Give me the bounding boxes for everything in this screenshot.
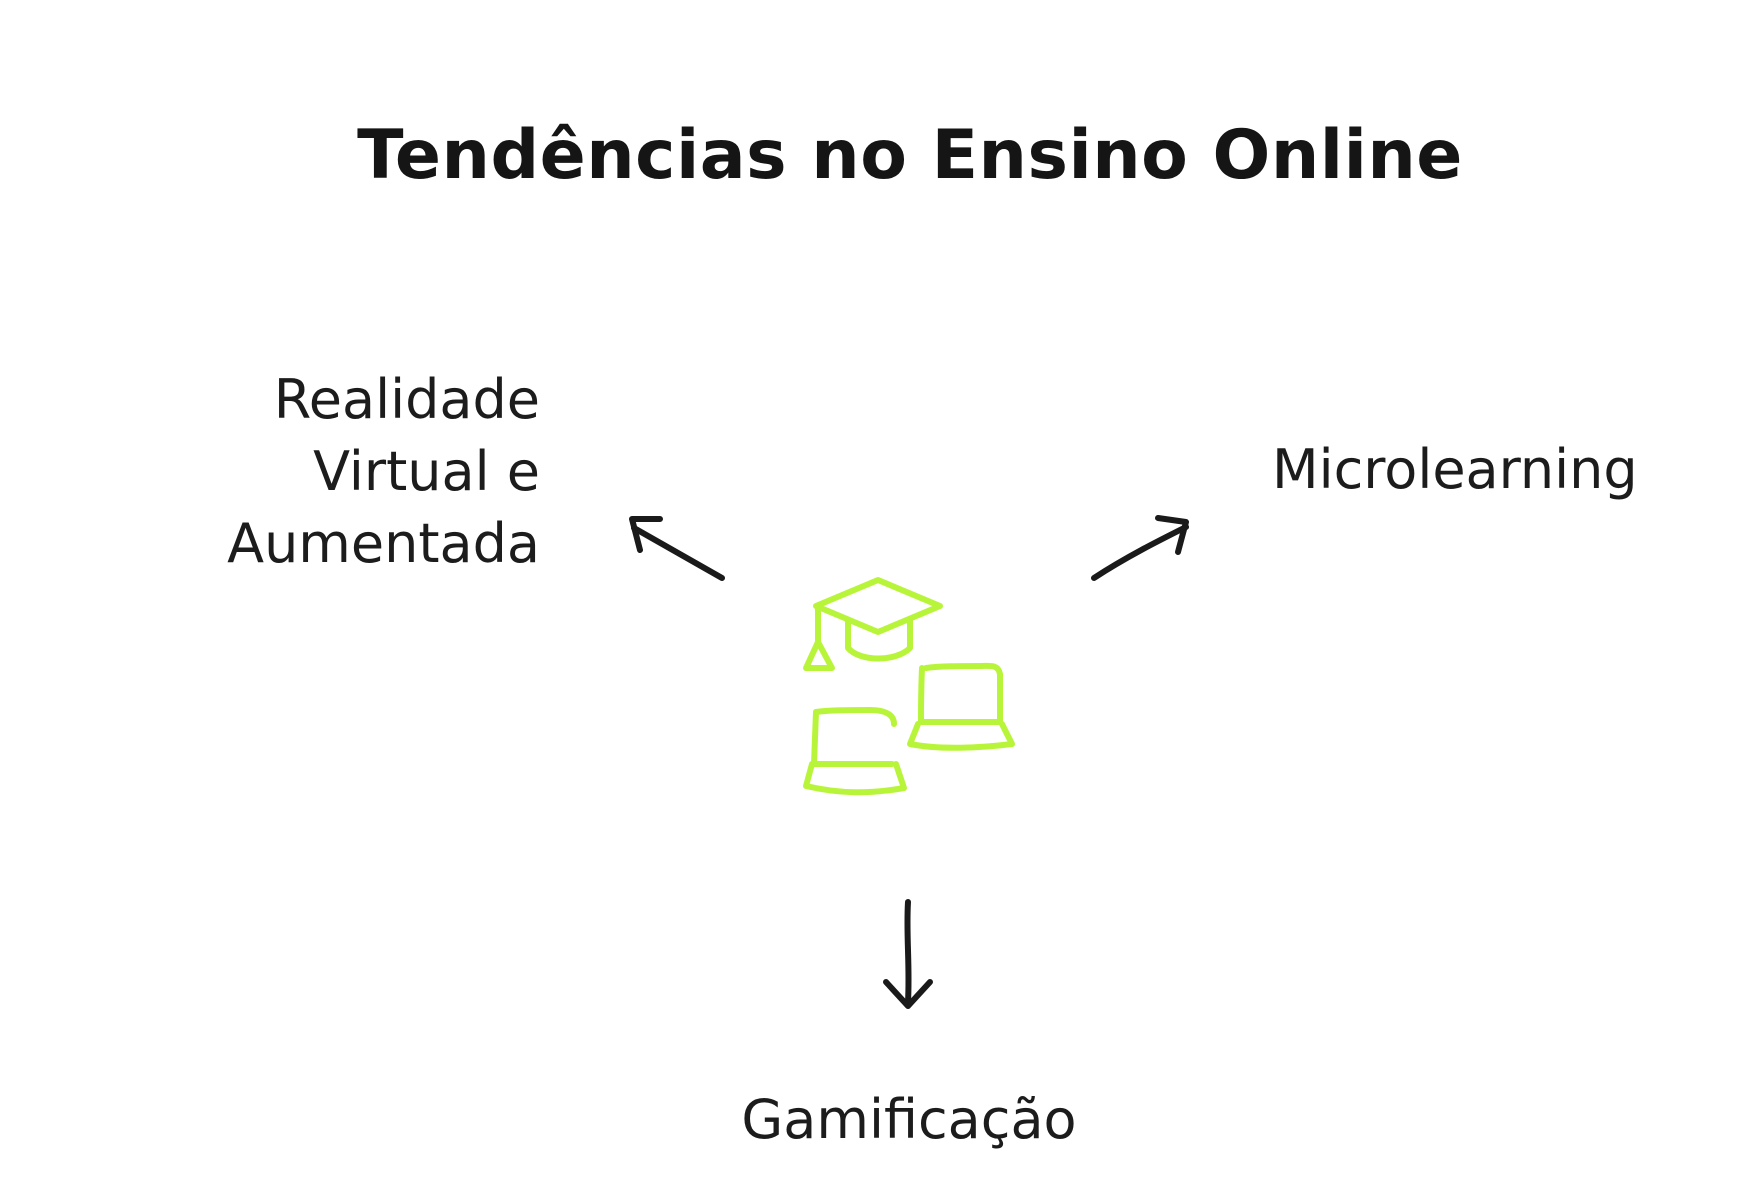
graduation-laptops-icon [803, 577, 1015, 796]
arrow-up-right [1091, 515, 1189, 581]
arrow-up-left [629, 516, 725, 581]
laptop-icon [907, 662, 1015, 751]
branch-label-line: Virtual e [313, 440, 540, 503]
graduation-cap-icon [803, 577, 943, 671]
branch-label-microlearning: Microlearning [1272, 438, 1638, 501]
branch-label-virtual-reality: Realidade Virtual e Aumentada [140, 364, 540, 580]
diagram-title: Tendências no Ensino Online [357, 116, 1463, 195]
branch-label-gamification: Gamificação [741, 1088, 1077, 1151]
branch-label-line: Realidade [273, 368, 540, 431]
arrow-down [883, 899, 933, 1009]
branch-label-line: Aumentada [227, 512, 540, 575]
laptop-icon [803, 707, 907, 796]
